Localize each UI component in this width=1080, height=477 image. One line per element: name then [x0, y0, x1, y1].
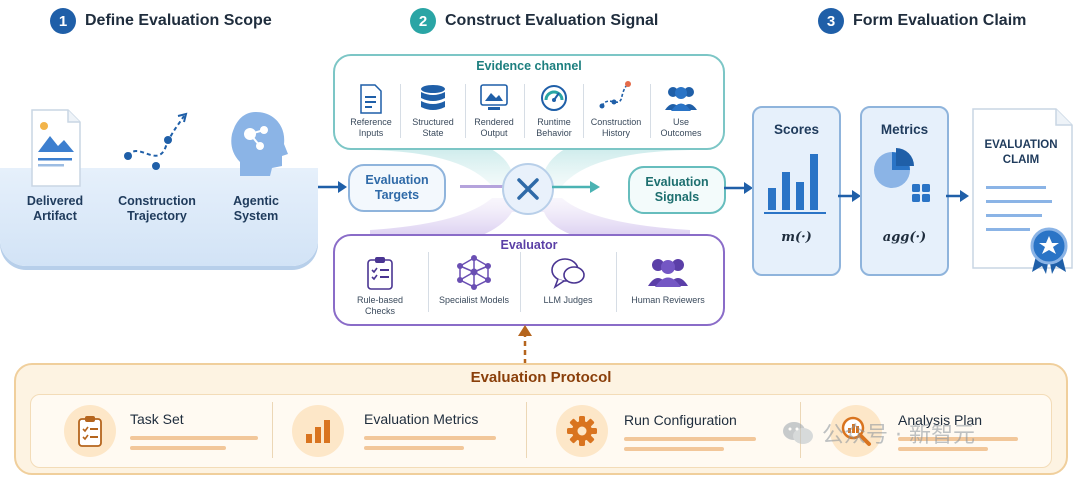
- chat-bubbles-icon: [550, 256, 586, 290]
- evaluation-targets-label: Evaluation Targets: [365, 173, 429, 202]
- claim-document-icon: [972, 108, 1074, 276]
- scores-card: [752, 106, 841, 276]
- wechat-icon: [783, 422, 813, 444]
- scores-formula: m(·): [781, 230, 812, 245]
- evaluator-item-specialist-models: Specialist Models: [438, 295, 510, 305]
- evaluation-signals-label: Evaluation Signals: [645, 175, 709, 204]
- magnifier-chart-icon: [830, 405, 882, 457]
- combine-hub-icon: [502, 163, 554, 215]
- people-icon: [648, 256, 688, 288]
- step-1-title: Define Evaluation Scope: [85, 12, 272, 29]
- evidence-item-structured-state: Structured State: [412, 117, 454, 138]
- evidence-item-runtime-behavior: Runtime Behavior: [536, 117, 572, 138]
- evidence-item-use-outcomes: Use Outcomes: [660, 117, 702, 138]
- evaluator-item-llm-judges: LLM Judges: [543, 295, 593, 305]
- database-icon: [419, 84, 447, 114]
- evaluator-title: Evaluator: [500, 238, 558, 252]
- path-icon: [598, 80, 632, 112]
- watermark: 公众号 · 新智元: [782, 418, 1052, 448]
- step-3-badge: 3: [818, 8, 844, 34]
- trajectory-path-icon: [118, 110, 192, 178]
- evaluator-item-rule-based-checks: Rule-based Checks: [356, 295, 404, 316]
- protocol-item-run-configuration: Run Configuration: [624, 412, 737, 428]
- step-1-badge: 1: [50, 8, 76, 34]
- pie-grid-icon: [870, 148, 936, 208]
- evidence-item-reference-inputs: Reference Inputs: [350, 117, 392, 138]
- scope-item-delivered-artifact: Delivered Artifact: [26, 194, 84, 223]
- image-frame-icon: [480, 84, 508, 112]
- claim-title: EVALUATION CLAIM: [984, 139, 1058, 166]
- arrow-hub-to-signals: [552, 180, 602, 194]
- evaluation-signals-pill: Evaluation Signals: [628, 166, 726, 214]
- agent-head-icon: [226, 108, 290, 178]
- protocol-item-task-set: Task Set: [130, 411, 184, 427]
- metrics-card: [860, 106, 949, 276]
- scope-item-agentic-system: Agentic System: [233, 194, 279, 223]
- evaluator-item-human-reviewers: Human Reviewers: [631, 295, 705, 305]
- signal-funnel-graphic: [330, 52, 725, 327]
- arrow-signals-to-scores: [724, 181, 754, 195]
- evaluation-targets-pill: Evaluation Targets: [348, 164, 446, 212]
- gear-icon: [556, 405, 608, 457]
- evidence-item-construction-history: Construction History: [590, 117, 642, 138]
- arrow-protocol-to-evaluator: [517, 324, 533, 364]
- checklist-icon: [366, 256, 394, 290]
- bar-chart-small-icon: [292, 405, 344, 457]
- clipboard-icon: [64, 405, 116, 457]
- step-2-badge: 2: [410, 8, 436, 34]
- users-icon: [664, 84, 698, 112]
- step-2-title: Construct Evaluation Signal: [445, 12, 659, 29]
- document-image-icon: [30, 108, 82, 188]
- scores-title: Scores: [773, 122, 820, 137]
- protocol-title: Evaluation Protocol: [470, 369, 612, 386]
- arrow-metrics-to-claim: [946, 189, 970, 203]
- evidence-channel-title: Evidence channel: [476, 59, 582, 73]
- metrics-title: Metrics: [880, 122, 929, 137]
- evidence-channel-box: [333, 54, 725, 150]
- connector-targets-to-hub: [460, 185, 506, 188]
- bar-chart-icon: [764, 148, 828, 218]
- arrow-scope-to-targets: [318, 180, 348, 194]
- arrow-scores-to-metrics: [838, 189, 862, 203]
- evidence-item-rendered-output: Rendered Output: [474, 117, 514, 138]
- network-icon: [456, 254, 492, 290]
- protocol-item-analysis-plan: Analysis Plan: [898, 412, 983, 428]
- gauge-icon: [540, 84, 568, 112]
- watermark-text: 公众号 · 新智元: [822, 423, 975, 448]
- protocol-item-evaluation-metrics: Evaluation Metrics: [364, 411, 479, 427]
- scope-item-construction-trajectory: Construction Trajectory: [118, 194, 196, 223]
- step-3-title: Form Evaluation Claim: [853, 12, 1027, 29]
- metrics-formula: agg(·): [882, 230, 927, 245]
- file-icon: [359, 84, 383, 114]
